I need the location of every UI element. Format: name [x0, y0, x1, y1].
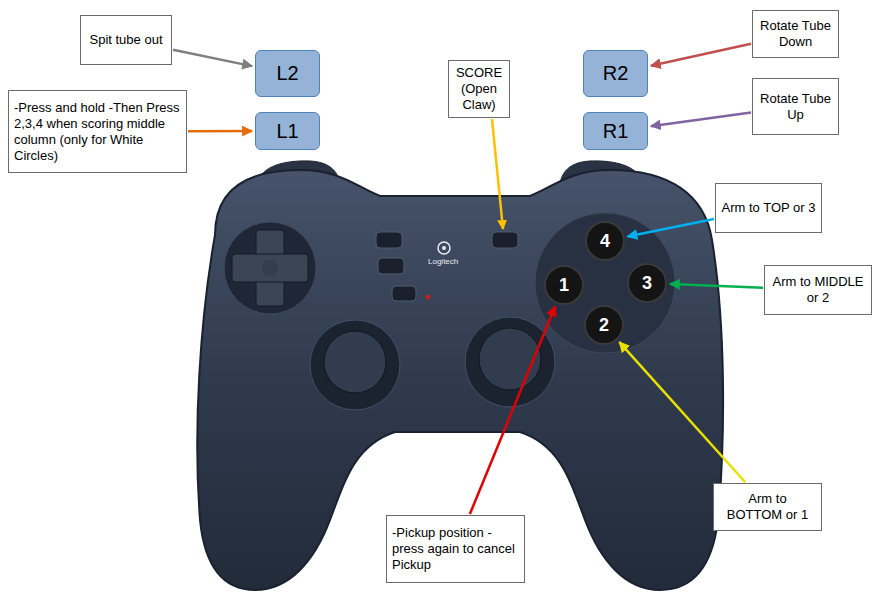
dpad-well — [224, 222, 316, 314]
dpad-center — [262, 260, 278, 276]
callout-text: Arm to MIDDLE or 2 — [770, 274, 866, 306]
button-number: 2 — [599, 315, 609, 336]
callout-text: -Press and hold -Then Press 2,3,4 when s… — [14, 100, 181, 164]
controller-body — [197, 170, 723, 590]
callout-text: Rotate Tube Up — [758, 91, 833, 123]
callout-box: Arm to MIDDLE or 2 — [764, 265, 872, 315]
callout-box: -Press and hold -Then Press 2,3,4 when s… — [8, 90, 187, 173]
button-tag: R1 — [583, 112, 648, 150]
button-number: 3 — [642, 273, 652, 294]
callout-box: Arm to TOP or 3 — [715, 183, 822, 233]
brand-label: Logitech — [428, 257, 458, 266]
mode-led — [426, 295, 431, 300]
callout-box: Rotate Tube Down — [752, 10, 839, 58]
callout-arrow — [628, 219, 714, 236]
callout-box: Spit tube out — [80, 15, 172, 65]
callout-box: -Pickup position -press again to cancel … — [386, 515, 525, 583]
face-button: 1 — [544, 265, 584, 305]
callout-text: Spit tube out — [86, 32, 166, 48]
callout-arrow — [670, 284, 763, 288]
button-name: L1 — [276, 120, 298, 143]
logo-mark — [438, 242, 450, 254]
button-tag: L2 — [255, 50, 320, 97]
button-tag: L1 — [255, 112, 320, 150]
face-button: 4 — [585, 221, 625, 261]
callout-text: Arm to TOP or 3 — [721, 200, 816, 216]
left-stick-well — [310, 320, 400, 410]
button-number: 1 — [559, 275, 569, 296]
face-button: 2 — [584, 305, 624, 345]
small-button — [376, 232, 402, 248]
callout-arrow — [173, 50, 252, 66]
small-button — [378, 258, 404, 274]
start-button — [492, 232, 518, 248]
callout-arrow — [188, 130, 252, 133]
logo-mark — [442, 246, 446, 250]
button-name: L2 — [276, 62, 298, 85]
leader-line — [492, 119, 503, 229]
face-button: 3 — [627, 263, 667, 303]
callout-text: Rotate Tube Down — [758, 18, 833, 50]
callout-text: -Pickup position -press again to cancel … — [392, 525, 519, 573]
callout-arrow — [619, 342, 745, 482]
callout-arrow — [651, 113, 751, 127]
callout-text: Arm to BOTTOM or 1 — [719, 491, 816, 523]
callout-arrow — [651, 44, 751, 66]
callout-box: Arm to BOTTOM or 1 — [713, 483, 822, 531]
button-name: R1 — [603, 120, 629, 143]
button-name: R2 — [603, 62, 629, 85]
callout-arrow — [470, 306, 555, 514]
dpad — [232, 254, 308, 282]
button-tag: R2 — [583, 50, 648, 97]
right-stick-well — [465, 317, 555, 407]
callout-text: SCORE (Open Claw) — [454, 65, 504, 113]
face-button-area — [535, 213, 675, 353]
mode-button — [392, 286, 416, 301]
left-stick — [324, 331, 386, 393]
button-number: 4 — [600, 231, 610, 252]
right-stick — [479, 328, 541, 390]
callout-box: Rotate Tube Up — [752, 78, 839, 135]
callout-box: SCORE (Open Claw) — [448, 60, 510, 118]
